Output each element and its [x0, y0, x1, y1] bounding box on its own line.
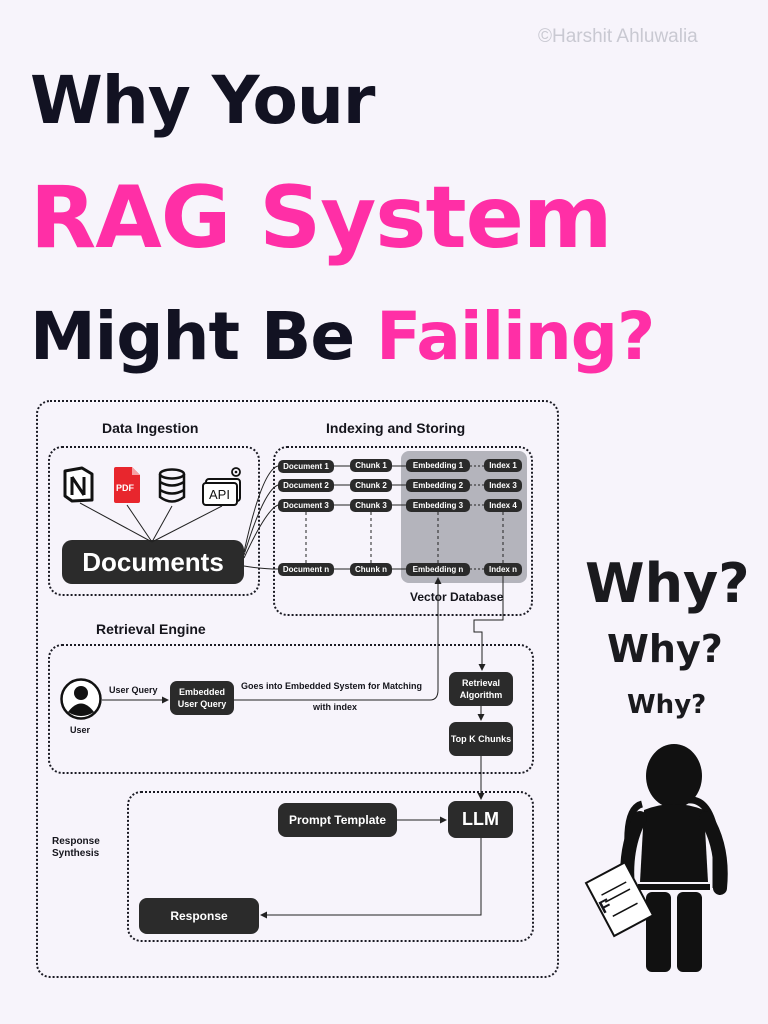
response-synthesis-title: Response Synthesis	[52, 836, 100, 859]
embedding-3: Embedding 3	[406, 499, 470, 512]
index-3: Index 3	[484, 479, 522, 492]
headline-line-2: RAG System	[30, 168, 613, 268]
user-query-label: User Query	[109, 685, 158, 695]
chunk-2: Chunk 2	[350, 479, 392, 492]
document-1: Document 1	[278, 460, 334, 473]
response-block: Response	[139, 898, 259, 934]
llm-block: LLM	[448, 801, 513, 838]
matching-label-line-2: with index	[313, 702, 358, 712]
chunk-3: Chunk 3	[350, 499, 392, 512]
top-k-chunks: Top K Chunks	[449, 722, 513, 756]
chunk-1: Chunk 1	[350, 459, 392, 472]
notion-icon	[62, 466, 94, 503]
database-icon	[157, 468, 187, 504]
document-3: Document 3	[278, 499, 334, 512]
headline-line-3-pink: Failing?	[376, 298, 655, 375]
why-medium: Why?	[607, 627, 723, 671]
user-label: User	[70, 725, 91, 735]
documents-block: Documents	[62, 540, 244, 584]
index-1: Index 1	[484, 459, 522, 472]
embedding-n: Embedding n	[406, 563, 470, 576]
retrieval-engine-box	[48, 644, 534, 774]
headline-line-1: Why Your	[30, 62, 375, 139]
index-n: Index n	[484, 563, 522, 576]
headline-line-3: Might Be Failing?	[30, 298, 655, 375]
data-ingestion-title: Data Ingestion	[102, 420, 199, 436]
why-small: Why?	[627, 690, 707, 720]
embedded-user-query: Embedded User Query	[170, 681, 234, 715]
pdf-icon: PDF	[112, 466, 142, 504]
prompt-template: Prompt Template	[278, 803, 397, 837]
index-4: Index 4	[484, 499, 522, 512]
api-icon-label: API	[209, 487, 230, 502]
watermark: ©Harshit Ahluwalia	[538, 26, 698, 47]
chunk-n: Chunk n	[350, 563, 392, 576]
why-large: Why?	[585, 552, 750, 615]
indexing-box	[273, 446, 533, 616]
matching-label-line-1: Goes into Embedded System for Matching	[241, 681, 423, 691]
vector-database-panel	[401, 451, 527, 583]
headline-line-3-dark: Might Be	[30, 298, 355, 375]
embedding-2: Embedding 2	[406, 479, 470, 492]
embedding-1: Embedding 1	[406, 459, 470, 472]
indexing-title: Indexing and Storing	[326, 420, 466, 436]
api-icon: API	[201, 465, 245, 506]
retrieval-algorithm: Retrieval Algorithm	[449, 672, 513, 706]
vector-database-label: Vector Database	[410, 590, 504, 604]
document-2: Document 2	[278, 479, 334, 492]
retrieval-engine-title: Retrieval Engine	[96, 621, 206, 637]
rag-diagram-frame	[36, 400, 559, 978]
sad-student-icon: F	[576, 738, 736, 978]
response-synthesis-box	[127, 791, 534, 942]
document-n: Document n	[278, 563, 334, 576]
data-ingestion-box	[48, 446, 260, 596]
pdf-icon-label: PDF	[116, 483, 134, 493]
user-avatar-icon	[60, 678, 102, 720]
